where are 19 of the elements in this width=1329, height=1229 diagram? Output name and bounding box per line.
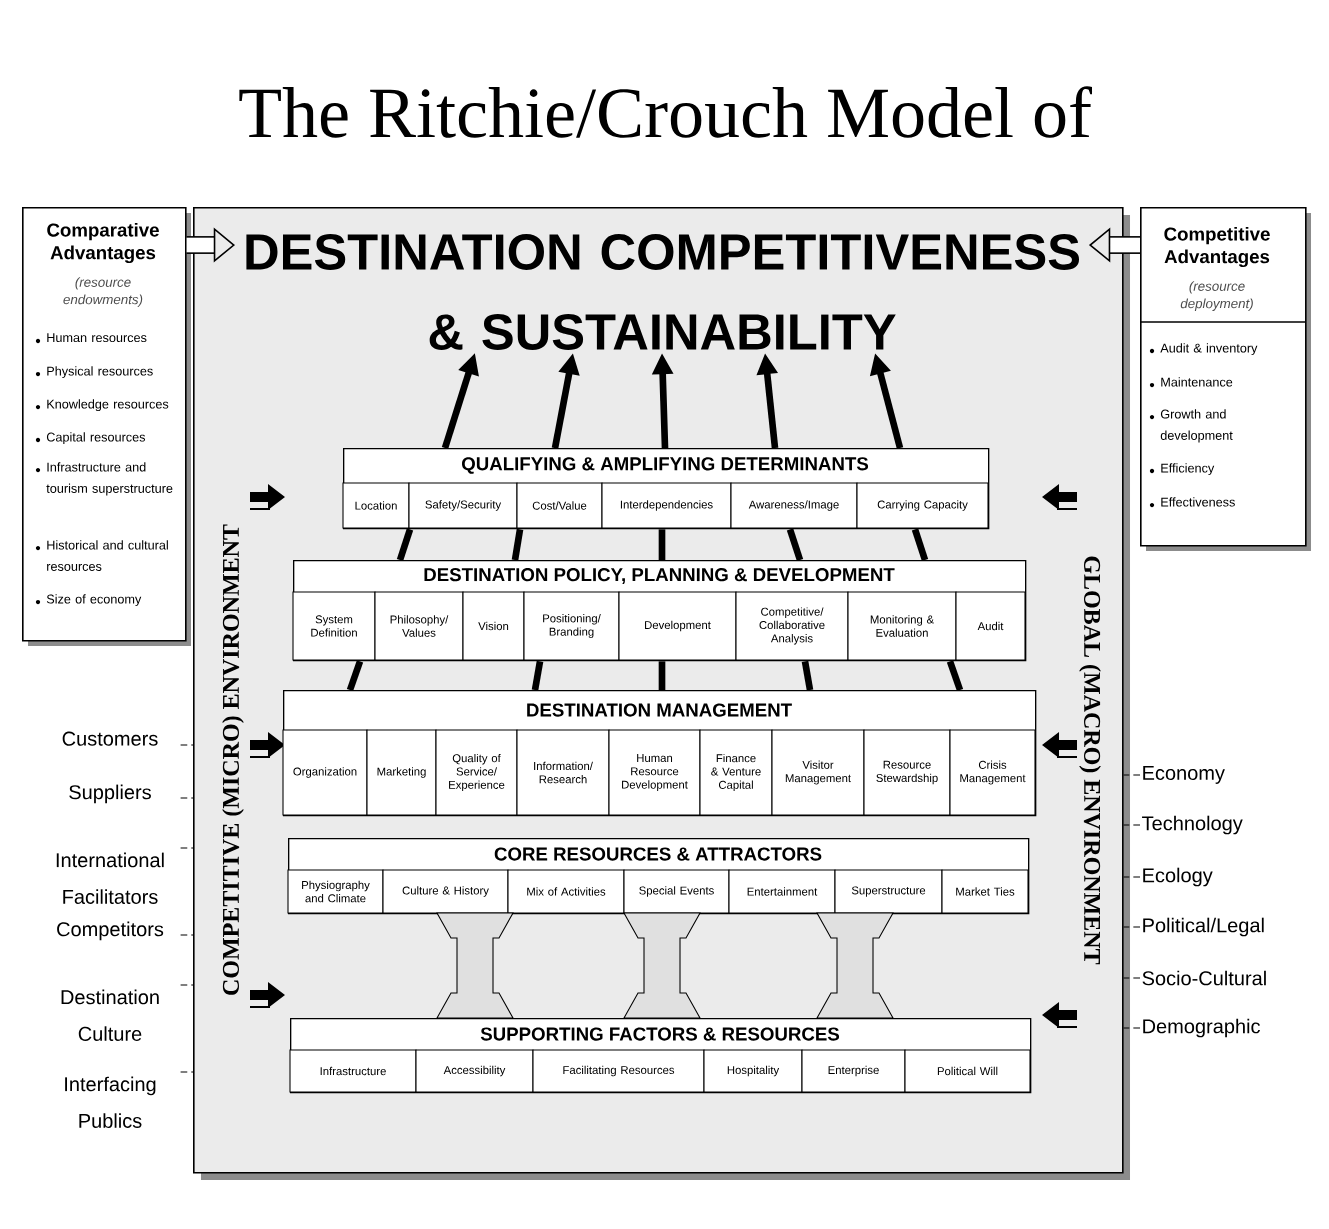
environment-factor: Economy	[1143, 766, 1225, 784]
environment-factor: International Facilitators	[56, 852, 164, 904]
title: The Ritchie/Crouch Model of	[239, 86, 1093, 138]
leader-line	[180, 984, 194, 986]
leader-line	[180, 744, 194, 746]
environment-factor: Interfacing Publics	[65, 1076, 156, 1128]
environment-factor: Customers	[62, 731, 158, 746]
environment-factor: Demographic	[1143, 1018, 1260, 1038]
environment-factor: Ecology	[1143, 867, 1213, 887]
leader-line	[180, 847, 194, 849]
environment-factor: Technology	[1142, 815, 1243, 835]
leader-line	[180, 1071, 194, 1073]
environment-factor: Political/Legal	[1143, 917, 1264, 937]
environment-factor: Suppliers	[69, 784, 151, 804]
environment-factor: Destination Culture	[61, 989, 159, 1041]
leader-line	[180, 934, 194, 936]
leader-line	[180, 797, 194, 799]
environment-factor: Competitors	[57, 921, 164, 941]
environment-factor: Socio-Cultural	[1142, 970, 1266, 986]
